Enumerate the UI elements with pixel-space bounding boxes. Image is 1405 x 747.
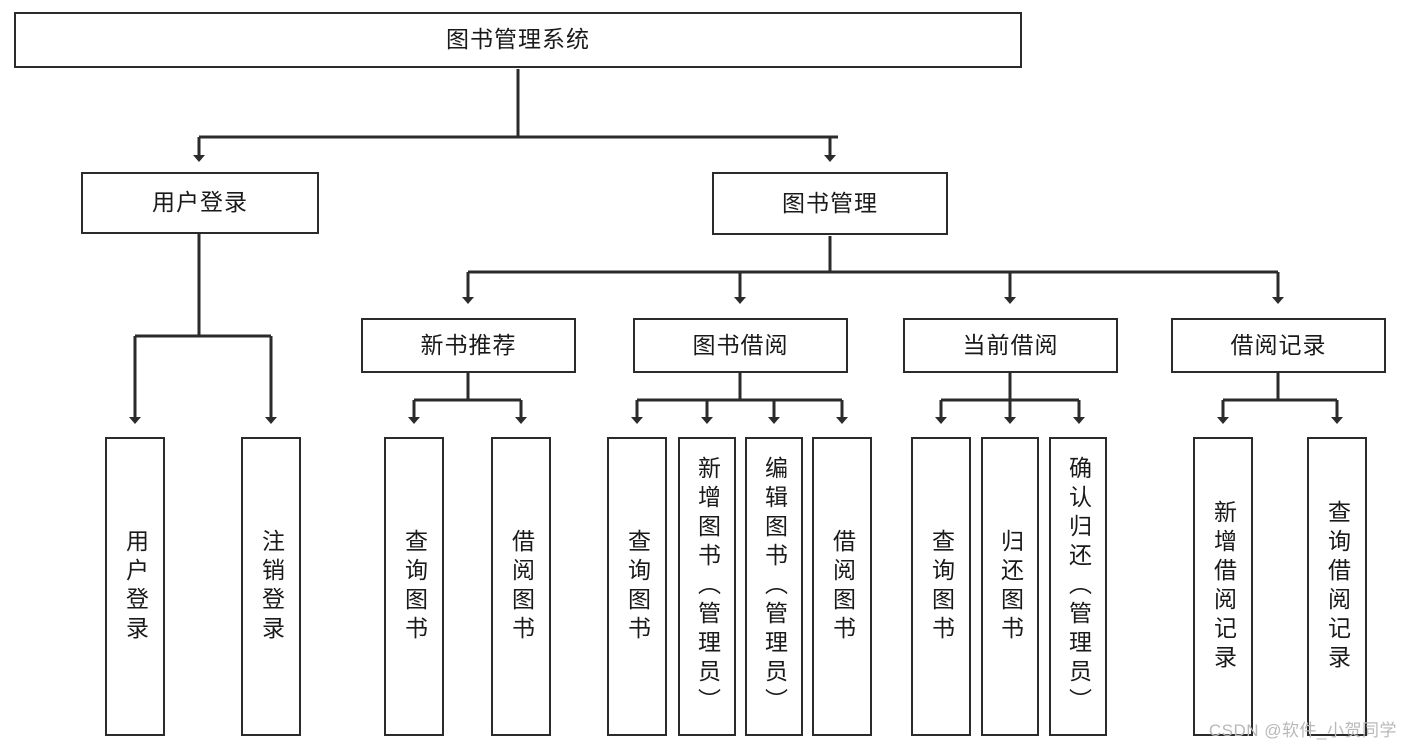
node-leaf-borrow-book[interactable]: 借阅图书: [812, 437, 872, 736]
node-leaf-label: 注销登录: [258, 528, 285, 645]
node-leaf-label: 新增借阅记录: [1210, 499, 1237, 674]
node-leaf-edit-book-admin[interactable]: 编辑图书（管理员）: [745, 437, 803, 736]
node-new-book-recommend[interactable]: 新书推荐: [361, 318, 576, 373]
node-borrow-record[interactable]: 借阅记录: [1171, 318, 1386, 373]
node-leaf-logout[interactable]: 注销登录: [241, 437, 301, 736]
node-current-borrow[interactable]: 当前借阅: [903, 318, 1118, 373]
node-leaf-label: 查询图书: [928, 528, 955, 645]
node-leaf-label: 编辑图书（管理员）: [761, 456, 788, 717]
csdn-watermark: CSDN @软件_小贺同学: [1208, 721, 1397, 740]
node-leaf-label: 查询图书: [624, 528, 651, 645]
node-leaf-add-book-admin[interactable]: 新增图书（管理员）: [678, 437, 736, 736]
node-leaf-return-book[interactable]: 归还图书: [981, 437, 1039, 736]
node-leaf-add-borrow-record[interactable]: 新增借阅记录: [1193, 437, 1253, 736]
node-root-book-management-system[interactable]: 图书管理系统: [14, 12, 1022, 68]
node-leaf-query-book-recommend[interactable]: 查询图书: [384, 437, 444, 736]
node-leaf-label: 新增图书（管理员）: [694, 456, 721, 717]
node-user-login[interactable]: 用户登录: [81, 172, 319, 234]
node-leaf-label: 查询借阅记录: [1324, 499, 1351, 674]
node-leaf-borrow-book-recommend[interactable]: 借阅图书: [491, 437, 551, 736]
node-leaf-query-book-borrow[interactable]: 查询图书: [607, 437, 667, 736]
node-leaf-label: 借阅图书: [829, 528, 856, 645]
node-leaf-confirm-return-admin[interactable]: 确认归还（管理员）: [1049, 437, 1107, 736]
node-leaf-query-borrow-record[interactable]: 查询借阅记录: [1307, 437, 1367, 736]
node-leaf-label: 确认归还（管理员）: [1065, 456, 1092, 717]
node-leaf-label: 借阅图书: [508, 528, 535, 645]
node-book-management[interactable]: 图书管理: [712, 172, 948, 235]
node-leaf-label: 用户登录: [122, 528, 149, 645]
node-leaf-label: 归还图书: [997, 528, 1024, 645]
node-leaf-query-book-current[interactable]: 查询图书: [911, 437, 971, 736]
node-leaf-label: 查询图书: [401, 528, 428, 645]
node-leaf-user-login[interactable]: 用户登录: [105, 437, 165, 736]
node-book-borrow[interactable]: 图书借阅: [633, 318, 848, 373]
